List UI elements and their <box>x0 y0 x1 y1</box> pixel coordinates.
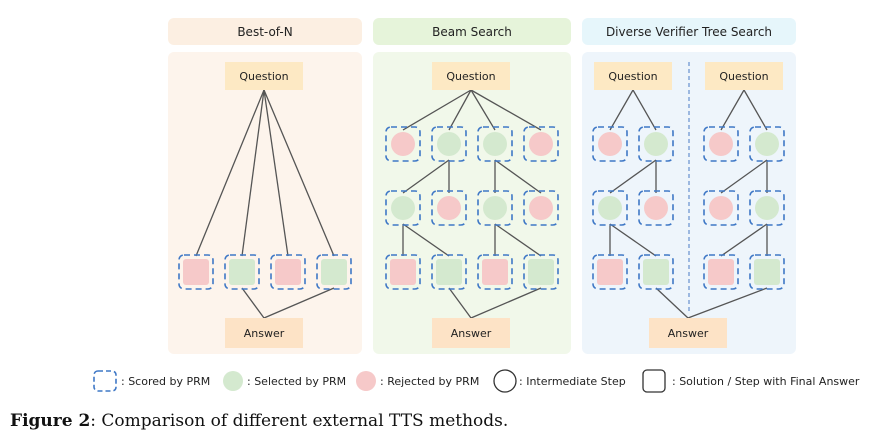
bestofn-edge-question-0 <box>195 89 265 257</box>
legend-selected-icon <box>223 371 243 391</box>
panel-beam-header <box>373 18 571 45</box>
bestofn-question-box <box>225 62 303 90</box>
legend-scored-icon <box>93 370 117 392</box>
bestofn-edge-answer-3 <box>263 287 335 319</box>
dvts-answer-label: Answer <box>668 327 709 340</box>
beam-question-box <box>432 62 510 90</box>
beam-step2-node-3 <box>523 190 559 226</box>
beam-solution-node-2 <box>477 254 513 290</box>
beam-edge-question-1 <box>448 89 472 131</box>
caption-label: Figure 2 <box>10 411 91 431</box>
legend-rejected-label: : Rejected by PRM <box>380 375 479 388</box>
legend-intermediate-icon <box>493 369 517 393</box>
legend-rejected-icon <box>356 371 376 391</box>
edges <box>195 89 768 319</box>
panel-bestofn-header <box>168 18 362 45</box>
nodes <box>178 126 785 290</box>
bestofn-solution-node-3 <box>316 254 352 290</box>
beam-edge-question-3 <box>470 89 542 131</box>
dvts-step2-node-b-1 <box>749 190 785 226</box>
beam-edge-answer-1 <box>448 287 472 319</box>
dvts-step2-node-a-0 <box>592 190 628 226</box>
dvts-edge-q-b-1 <box>743 89 768 131</box>
dvts-question-box-right <box>705 62 783 90</box>
beam-step2-node-1 <box>431 190 467 226</box>
caption-text: : Comparison of different external TTS m… <box>90 411 509 431</box>
beam-solution-node-3 <box>523 254 559 290</box>
legend-scored-label: : Scored by PRM <box>121 375 210 388</box>
dvts-step2-node-b-0 <box>638 190 674 226</box>
beam-step2-node-2 <box>477 190 513 226</box>
panel-dvts-header <box>582 18 796 45</box>
dvts-edge-answer-1 <box>687 287 768 319</box>
beam-edge-r2-3 <box>494 223 542 257</box>
legend: : Scored by PRM : Selected by PRM : Reje… <box>93 369 860 393</box>
beam-solution-node-0 <box>385 254 421 290</box>
beam-answer-label: Answer <box>451 327 492 340</box>
dvts-step1-node-a-1 <box>703 126 739 162</box>
panel-bestofn-title: Best-of-N <box>237 25 292 39</box>
legend-solution-icon <box>642 369 666 393</box>
panel-bestofn-background <box>168 52 362 354</box>
legend-solution-label: : Solution / Step with Final Answer <box>672 375 860 388</box>
beam-solution-node-1 <box>431 254 467 290</box>
beam-step1-node-2 <box>477 126 513 162</box>
dvts-edge-q-b-0 <box>632 89 657 131</box>
beam-edge-r1-3 <box>494 159 542 194</box>
legend-intermediate-label: : Intermediate Step <box>519 375 626 388</box>
bestofn-solution-node-2 <box>270 254 306 290</box>
dvts-edge-q-a-0 <box>609 89 634 131</box>
beam-question-label: Question <box>446 70 495 83</box>
bestofn-edge-answer-1 <box>241 287 265 319</box>
bestofn-answer-label: Answer <box>244 327 285 340</box>
dvts-edge-s1a-0 <box>609 159 657 194</box>
panel-beam-title: Beam Search <box>432 25 512 39</box>
dvts-solution-node-a-1 <box>703 254 739 290</box>
bestofn-edge-question-3 <box>263 89 335 257</box>
dvts-solution-node-b-1 <box>749 254 785 290</box>
bestofn-question-label: Question <box>239 70 288 83</box>
dvts-step1-node-a-0 <box>592 126 628 162</box>
bestofn-edge-question-1 <box>241 89 265 257</box>
beam-edge-answer-3 <box>470 287 542 319</box>
dvts-edge-s2a-1 <box>720 223 768 257</box>
dvts-edge-q-a-1 <box>720 89 745 131</box>
dvts-solution-node-a-0 <box>592 254 628 290</box>
panel-beam-background <box>373 52 571 354</box>
beam-answer-box <box>432 318 510 348</box>
beam-edge-question-2 <box>470 89 496 131</box>
dvts-step1-node-b-1 <box>749 126 785 162</box>
legend-selected-label: : Selected by PRM <box>247 375 346 388</box>
dvts-step2-node-a-1 <box>703 190 739 226</box>
dvts-solution-node-b-0 <box>638 254 674 290</box>
dvts-question-label-left: Question <box>608 70 657 83</box>
dvts-edge-answer-0 <box>655 287 689 319</box>
bestofn-solution-node-0 <box>178 254 214 290</box>
dvts-edge-s2b-0 <box>609 223 657 257</box>
bestofn-answer-box <box>225 318 303 348</box>
beam-step1-node-0 <box>385 126 421 162</box>
dvts-question-label-right: Question <box>719 70 768 83</box>
beam-step1-node-1 <box>431 126 467 162</box>
beam-step1-node-3 <box>523 126 559 162</box>
dvts-answer-box <box>649 318 727 348</box>
bestofn-solution-node-1 <box>224 254 260 290</box>
figure-caption: Figure 2: Comparison of different extern… <box>10 411 870 431</box>
beam-edge-r2-1 <box>402 223 450 257</box>
bestofn-edge-question-2 <box>263 89 289 257</box>
tts-comparison-diagram: Best-of-N Beam Search Diverse Verifier T… <box>93 18 860 393</box>
beam-step2-node-0 <box>385 190 421 226</box>
beam-edge-question-0 <box>402 89 472 131</box>
dvts-question-box-left <box>594 62 672 90</box>
dvts-step1-node-b-0 <box>638 126 674 162</box>
dvts-edge-s1a-1 <box>720 159 768 194</box>
beam-edge-r1-0 <box>402 159 450 194</box>
panel-dvts-title: Diverse Verifier Tree Search <box>606 25 772 39</box>
